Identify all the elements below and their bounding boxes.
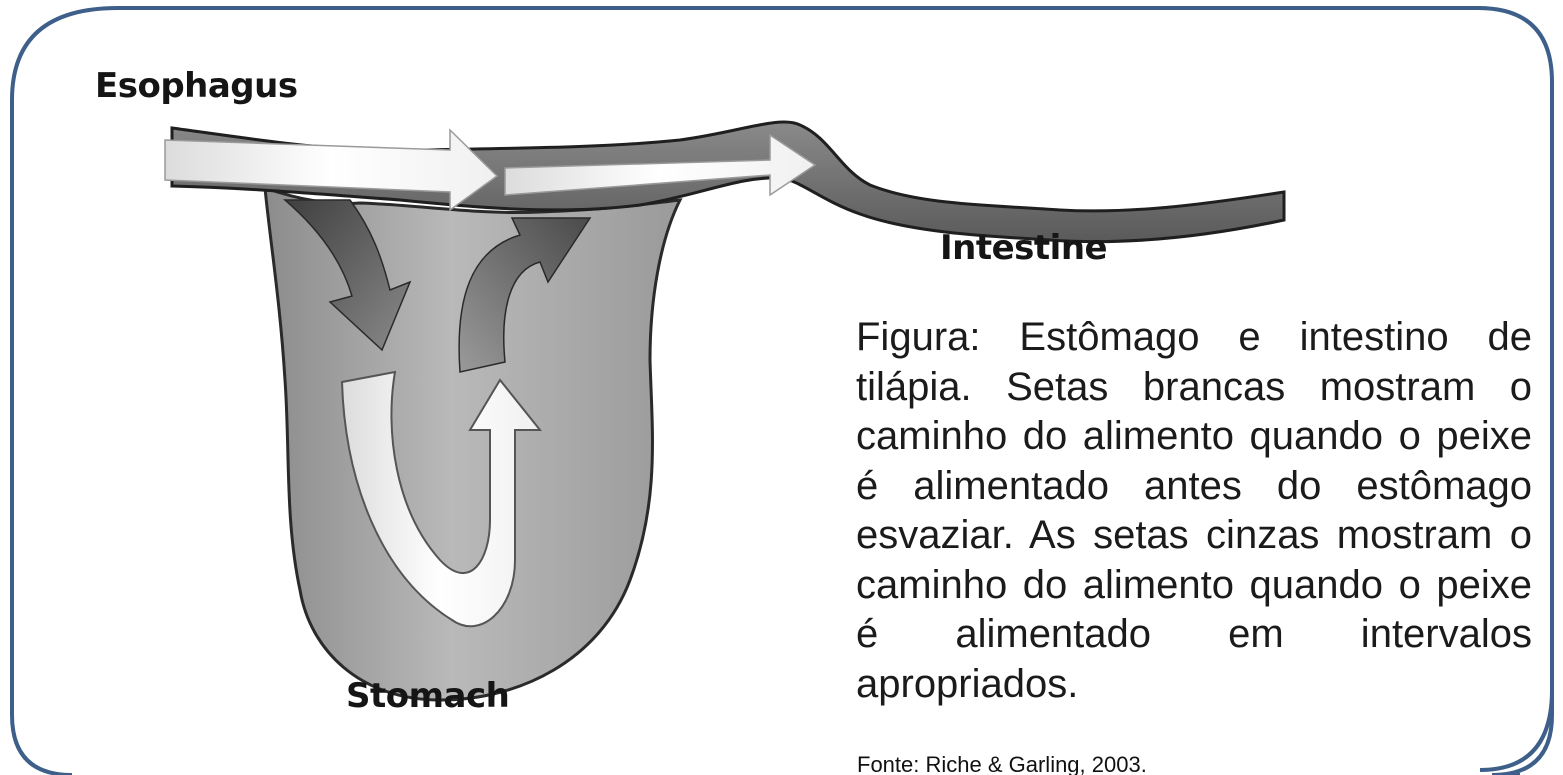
stomach-label: Stomach: [346, 676, 509, 716]
figure-caption: Figura: Estômago e intestino de tilápia.…: [856, 313, 1532, 709]
intestine-label: Intestine: [940, 228, 1107, 268]
figure-source: Fonte: Riche & Garling, 2003.: [857, 752, 1147, 775]
esophagus-label: Esophagus: [95, 66, 298, 106]
